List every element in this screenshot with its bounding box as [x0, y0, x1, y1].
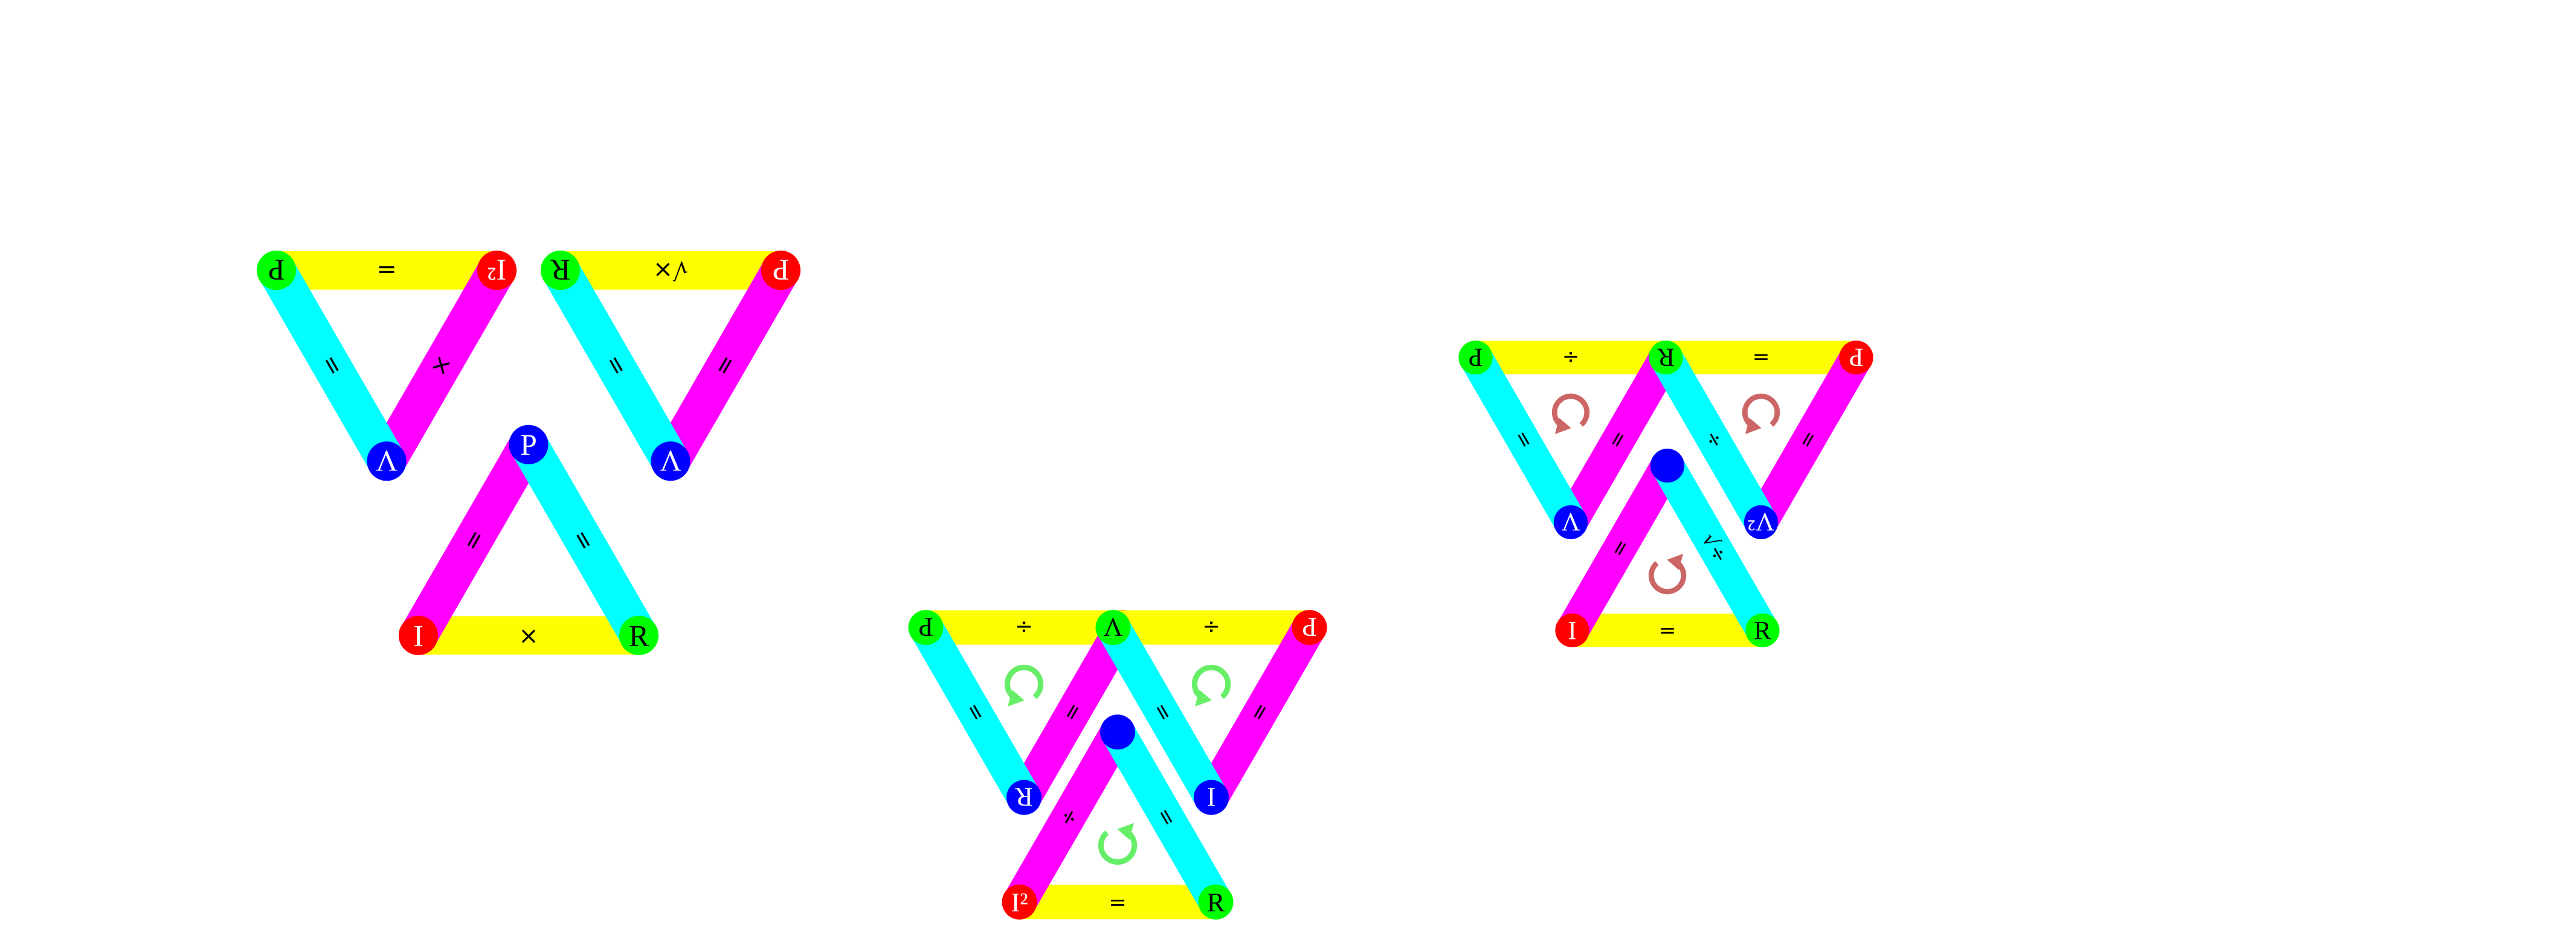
right-vertex-cap: [619, 615, 659, 655]
triangle-red-a: VIP==÷: [1458, 340, 1683, 539]
bottom-operator: =: [1753, 345, 1770, 369]
top-vertex-label: V²: [1748, 507, 1774, 536]
left-side-band: [1747, 349, 1871, 531]
right-vertex-label: P: [268, 254, 285, 287]
top-vertex-cap: [1193, 780, 1229, 815]
top-vertex-cap: [1553, 505, 1588, 539]
top-vertex-label: I: [1207, 783, 1216, 813]
left-side-band: [654, 260, 798, 471]
right-vertex-cap: [1095, 610, 1131, 645]
bottom-operator: ÷: [1562, 345, 1580, 369]
right-vertex-cap: [540, 251, 581, 290]
left-vertex-label: P: [1302, 612, 1317, 642]
bottom-operator: ÷: [1015, 615, 1033, 639]
top-vertex-label: R: [1015, 783, 1033, 813]
left-side-band: [1556, 349, 1681, 531]
top-vertex-cap: [1744, 505, 1779, 539]
bottom-operator: =: [1109, 890, 1127, 915]
triangle-green-b: IPV==÷: [1095, 610, 1327, 815]
left-vertex-cap: [1292, 610, 1327, 645]
right-vertex-label: R: [629, 619, 649, 652]
top-vertex-label: V: [376, 444, 398, 478]
right-vertex-label: P: [1469, 342, 1483, 371]
circular-arrow-icon: [1098, 822, 1138, 865]
top-vertex-cap: [1006, 780, 1042, 815]
top-vertex-label: V: [660, 444, 681, 478]
left-side-band: [370, 260, 514, 471]
left-side-band: [401, 435, 546, 645]
right-vertex-cap: [256, 251, 297, 290]
right-vertex-label: R: [1657, 342, 1675, 371]
right-vertex-label: R: [1754, 617, 1771, 645]
triangle-power-resistance: VPR==√×: [540, 251, 801, 481]
right-side-band: [1651, 349, 1776, 531]
top-vertex-cap: [367, 441, 407, 481]
bottom-operator: ×: [518, 622, 538, 650]
top-vertex-label: V: [1561, 507, 1580, 536]
left-vertex-label: P: [1849, 342, 1864, 371]
left-side-band: [1196, 618, 1325, 806]
circular-arrow-icon: [1742, 393, 1780, 434]
bottom-operator: =: [1659, 619, 1676, 643]
bottom-operator: =: [376, 256, 396, 284]
top-vertex-cap: [1100, 714, 1136, 750]
circular-arrow-icon: [1648, 554, 1687, 595]
left-vertex-label: I²: [488, 254, 507, 287]
right-side-band: [1461, 349, 1585, 531]
top-vertex-cap: [1650, 449, 1685, 483]
left-vertex-label: I: [413, 619, 423, 652]
right-vertex-label: P: [918, 612, 933, 642]
bottom-operator: ÷: [1202, 615, 1220, 639]
left-side-band: [1557, 457, 1682, 639]
top-vertex-cap: [509, 424, 549, 464]
circular-arrow-icon: [1191, 664, 1231, 707]
left-vertex-cap: [1002, 884, 1037, 920]
left-vertex-label: I²: [1011, 887, 1028, 917]
circular-arrow-icon: [1004, 664, 1044, 707]
right-side-band: [259, 260, 404, 471]
left-vertex-label: P: [773, 254, 790, 287]
top-vertex-cap: [651, 441, 691, 481]
right-side-band: [910, 618, 1039, 806]
right-side-band: [1103, 723, 1231, 911]
right-vertex-cap: [1198, 884, 1234, 920]
right-side-band: [1098, 618, 1226, 806]
bottom-operator: √×: [653, 256, 688, 284]
left-vertex-cap: [477, 251, 517, 290]
right-vertex-cap: [1745, 613, 1780, 648]
right-side-band: [1653, 457, 1777, 639]
right-vertex-label: V: [1103, 612, 1122, 642]
right-vertex-cap: [908, 610, 944, 645]
left-vertex-cap: [398, 615, 439, 655]
left-side-band: [1009, 618, 1138, 806]
right-vertex-label: R: [1207, 887, 1225, 917]
left-vertex-cap: [1839, 340, 1873, 375]
right-vertex-label: R: [550, 254, 570, 287]
circular-arrow-icon: [1551, 393, 1590, 434]
left-vertex-label: I: [1568, 617, 1576, 645]
left-vertex-cap: [761, 251, 801, 290]
right-side-band: [512, 435, 656, 645]
left-vertex-cap: [1555, 613, 1589, 648]
right-vertex-cap: [1649, 340, 1683, 375]
right-vertex-cap: [1458, 340, 1493, 375]
right-side-band: [543, 260, 687, 471]
left-side-band: [1004, 723, 1133, 911]
top-vertex-label: P: [520, 428, 537, 461]
